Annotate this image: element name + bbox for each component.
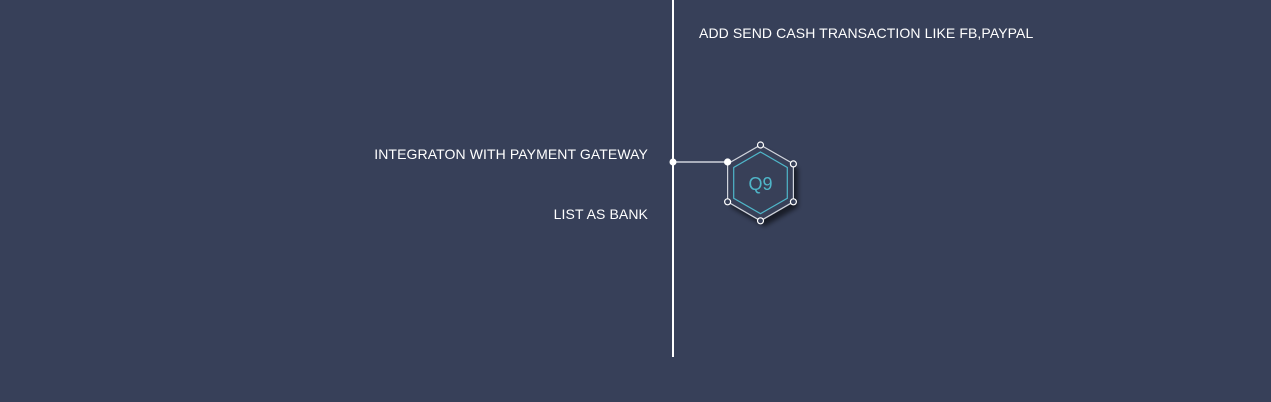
milestone-label-list-as-bank: LIST AS BANK	[553, 206, 648, 222]
hexagon-vertex-dot	[789, 160, 798, 168]
timeline-vertical-line	[672, 0, 674, 357]
hexagon-inner-ring	[733, 151, 788, 215]
hexagon-node-label: Q9	[748, 174, 772, 194]
hexagon-vertex-dot	[756, 141, 765, 149]
hexagon-vertex-dot	[723, 198, 732, 206]
timeline-junction-dot	[669, 158, 677, 166]
hexagon-vertex-dot	[789, 198, 798, 206]
hexagon-vertex-dot	[756, 217, 765, 225]
hexagon-connector-dot	[723, 158, 732, 166]
milestone-label-payment-gateway: INTEGRATON WITH PAYMENT GATEWAY	[374, 146, 648, 162]
milestone-label-add-send-cash: ADD SEND CASH TRANSACTION LIKE FB,PAYPAL	[699, 25, 1034, 41]
